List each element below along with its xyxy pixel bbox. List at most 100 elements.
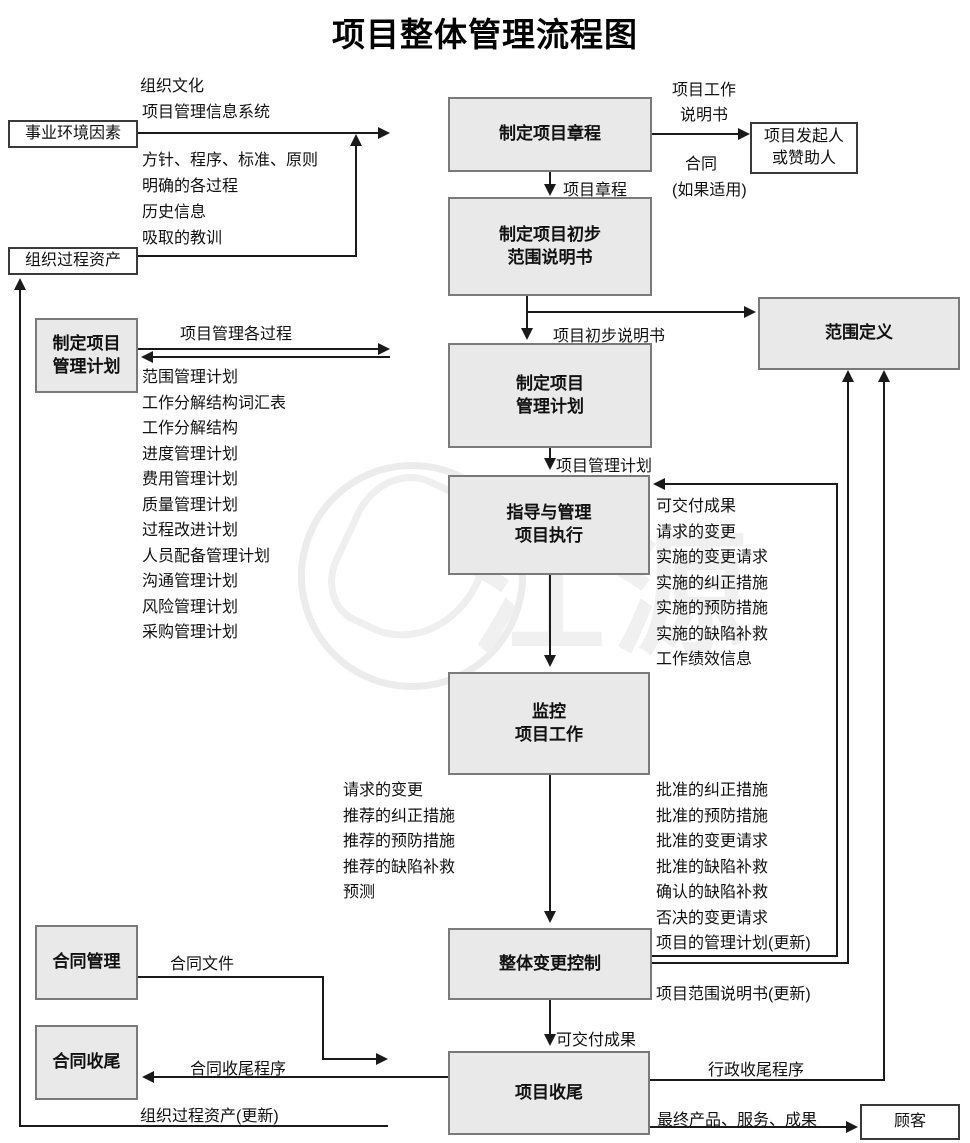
list-item: 否决的变更请求 bbox=[656, 909, 769, 927]
list-item: 推荐的预防措施 bbox=[343, 833, 456, 850]
box-monitor-project-work: 监控 项目工作 bbox=[448, 672, 650, 775]
label-contract-closure-procedure: 合同收尾程序 bbox=[190, 1061, 287, 1078]
list-item: 采购管理计划 bbox=[142, 624, 239, 641]
label-prelim-scope-statement: 项目初步说明书 bbox=[553, 328, 666, 345]
list-item: 工作分解结构词汇表 bbox=[142, 394, 287, 412]
box-develop-pm-plan: 制定项目 管理计划 bbox=[448, 343, 652, 448]
arrowhead-opa-updates-up bbox=[14, 278, 26, 290]
label-project-charter: 项目章程 bbox=[563, 182, 628, 199]
list-item: 风险管理计划 bbox=[142, 598, 239, 616]
list-change-control-outputs: 批准的纠正措施批准的预防措施批准的变更请求批准的缺陷补救确认的缺陷补救否决的变更… bbox=[656, 778, 811, 957]
list-execution-outputs: 可交付成果请求的变更实施的变更请求实施的纠正措施实施的预防措施实施的缺陷补救工作… bbox=[656, 494, 768, 673]
label-historical-info: 历史信息 bbox=[142, 204, 207, 221]
connector-prelim-to-scopedef bbox=[526, 311, 746, 313]
list-item: 质量管理计划 bbox=[142, 496, 239, 514]
list-item: 批准的预防措施 bbox=[656, 807, 769, 825]
arrowhead-sponsor-right bbox=[738, 128, 750, 140]
arrowhead-feedback-left bbox=[653, 478, 665, 490]
connector-contract-docs-h1 bbox=[138, 976, 324, 978]
box-integrated-change-control: 整体变更控制 bbox=[448, 928, 652, 1000]
list-item: 实施的预防措施 bbox=[656, 600, 769, 617]
label-admin-closure-procedure: 行政收尾程序 bbox=[708, 1062, 805, 1079]
box-contract-administration: 合同管理 bbox=[35, 925, 138, 1000]
connector-close-to-customer bbox=[650, 1126, 848, 1128]
connector-icc-to-scopedef-v bbox=[847, 380, 849, 964]
arrowhead-customer-right bbox=[846, 1121, 858, 1133]
connector-pmplan-left-in bbox=[152, 356, 390, 358]
connector-icc-to-scopedef-h bbox=[652, 962, 849, 964]
arrowhead-close-down bbox=[544, 1034, 556, 1046]
box-develop-project-charter: 制定项目章程 bbox=[448, 97, 652, 172]
box-develop-preliminary-scope-statement: 制定项目初步 范围说明书 bbox=[448, 197, 652, 296]
connector-charter-down bbox=[549, 172, 551, 186]
arrowhead-eef-right bbox=[378, 127, 390, 139]
arrowhead-execution-down bbox=[544, 458, 556, 470]
label-pm-processes: 项目管理各过程 bbox=[180, 326, 293, 343]
list-item: 范围管理计划 bbox=[142, 369, 239, 386]
connector-charter-to-sponsor bbox=[652, 133, 740, 135]
list-item: 预测 bbox=[343, 884, 376, 901]
connector-opa-updates-h bbox=[20, 1125, 388, 1127]
list-item: 实施的变更请求 bbox=[656, 549, 769, 566]
label-project-sow-2: 说明书 bbox=[680, 107, 729, 124]
list-item: 确认的缺陷补救 bbox=[656, 884, 769, 901]
arrowhead-pmplan-in-left bbox=[141, 351, 153, 363]
label-if-applicable: (如果适用) bbox=[672, 182, 747, 199]
connector-monitor-down bbox=[549, 775, 551, 913]
label-opa-updates: 组织过程资产(更新) bbox=[140, 1108, 279, 1125]
connector-pmplan-down bbox=[549, 448, 551, 460]
connector-opa-updates-v bbox=[19, 288, 21, 1127]
list-item: 批准的变更请求 bbox=[656, 833, 769, 850]
connector-execution-down bbox=[549, 575, 551, 657]
list-item: 项目的管理计划(更新) bbox=[656, 935, 811, 952]
connector-eef-to-charter-line bbox=[138, 132, 388, 134]
page-title: 项目整体管理流程图 bbox=[332, 16, 638, 53]
arrowhead-monitor-down bbox=[544, 655, 556, 667]
list-item: 过程改进计划 bbox=[142, 522, 239, 539]
box-project-sponsor: 项目发起人 或赞助人 bbox=[750, 122, 858, 174]
connector-contract-docs-h2 bbox=[322, 1058, 376, 1060]
list-item: 进度管理计划 bbox=[142, 445, 239, 463]
list-item: 实施的纠正措施 bbox=[656, 574, 769, 592]
list-monitor-outputs: 请求的变更推荐的纠正措施推荐的预防措施推荐的缺陷补救预测 bbox=[343, 778, 455, 906]
label-contract: 合同 bbox=[685, 156, 718, 173]
box-close-project: 项目收尾 bbox=[448, 1051, 650, 1135]
connector-feedback-bottom bbox=[652, 955, 838, 957]
label-pm-plan: 项目管理计划 bbox=[556, 458, 653, 475]
box-develop-pm-plan-left: 制定项目 管理计划 bbox=[35, 318, 138, 393]
list-item: 批准的纠正措施 bbox=[656, 782, 769, 799]
connector-close-to-scopedef-v bbox=[883, 380, 885, 1081]
connector-close-to-contractclosure bbox=[153, 1076, 448, 1078]
arrowhead-icc-down bbox=[544, 911, 556, 923]
box-scope-definition: 范围定义 bbox=[758, 297, 960, 370]
label-org-culture: 组织文化 bbox=[140, 78, 205, 95]
list-item: 实施的缺陷补救 bbox=[656, 625, 769, 643]
arrowhead-pmplan-out-right bbox=[378, 343, 390, 355]
arrowhead-scopedef-up-2 bbox=[878, 370, 890, 382]
list-item: 可交付成果 bbox=[656, 498, 737, 515]
connector-pmplan-left-out bbox=[138, 348, 380, 350]
label-policies: 方针、程序、标准、原则 bbox=[142, 152, 319, 169]
label-contract-docs: 合同文件 bbox=[170, 956, 235, 973]
connector-contract-docs-v bbox=[322, 976, 324, 1060]
label-defined-processes: 明确的各过程 bbox=[142, 178, 239, 195]
connector-close-to-scopedef-h bbox=[650, 1079, 885, 1081]
connector-feedback-top bbox=[664, 483, 838, 485]
arrowhead-scopedef-up-1 bbox=[842, 370, 854, 382]
arrowhead-contractclosure-left bbox=[142, 1071, 154, 1083]
label-scope-statement-updates: 项目范围说明书(更新) bbox=[656, 986, 811, 1003]
connector-feedback-vertical bbox=[836, 484, 838, 957]
list-item: 费用管理计划 bbox=[142, 471, 239, 488]
list-item: 推荐的缺陷补救 bbox=[343, 858, 456, 876]
box-contract-closure: 合同收尾 bbox=[35, 1025, 138, 1100]
list-item: 推荐的纠正措施 bbox=[343, 807, 456, 825]
list-item: 人员配备管理计划 bbox=[142, 547, 271, 565]
arrowhead-pmplan-down bbox=[521, 328, 533, 340]
label-project-sow-1: 项目工作 bbox=[672, 82, 737, 99]
list-item: 工作分解结构 bbox=[142, 420, 239, 437]
arrowhead-scopedef-right bbox=[744, 306, 756, 318]
label-pmis: 项目管理信息系统 bbox=[142, 104, 271, 121]
arrowhead-prelim-down bbox=[544, 184, 556, 196]
list-item: 沟通管理计划 bbox=[142, 573, 239, 590]
